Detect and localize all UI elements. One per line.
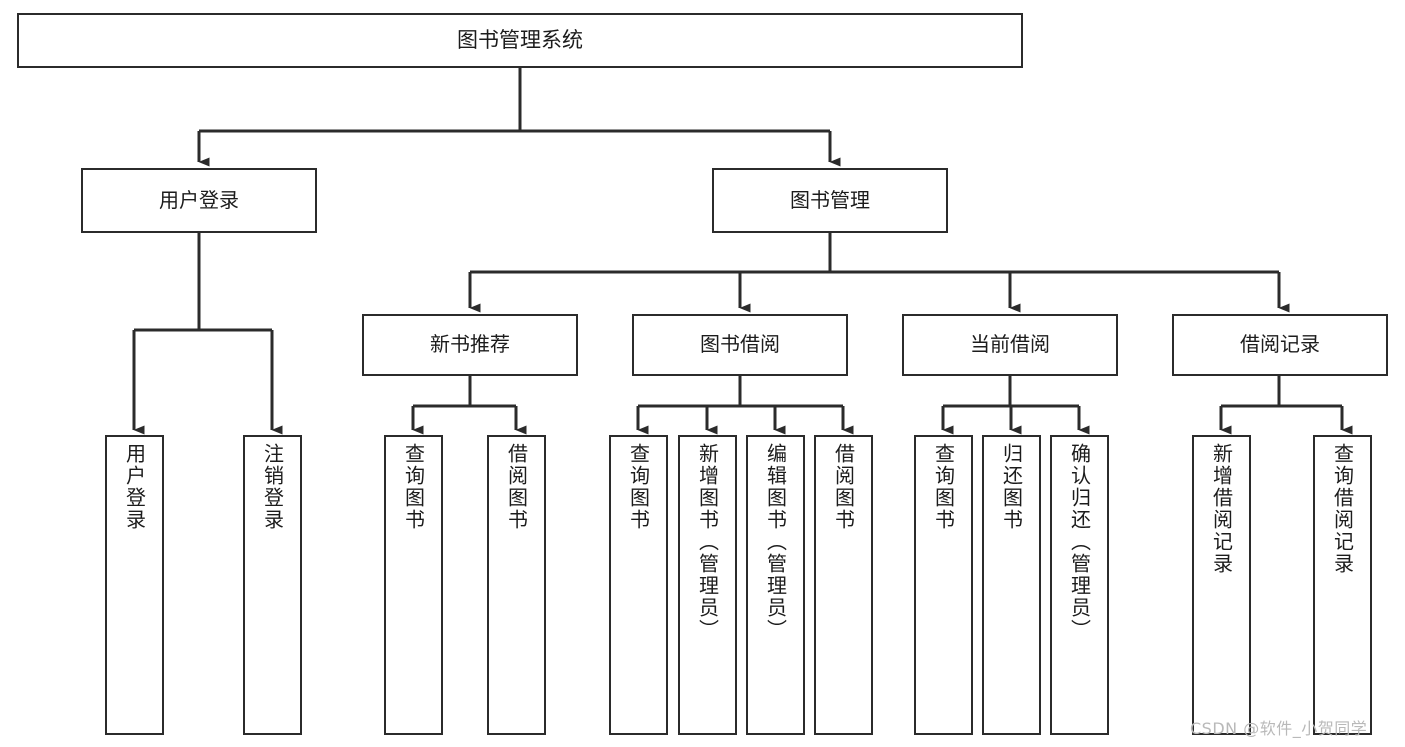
node-leaf-rec-query[interactable]: 查询图书 [384,435,443,735]
node-leaf-cur-query[interactable]: 查询图书 [914,435,973,735]
node-book-borrow-label: 图书借阅 [700,332,780,357]
node-leaf-cur-confirm[interactable]: 确认归还（管理员） [1050,435,1109,735]
node-root[interactable]: 图书管理系统 [17,13,1023,68]
node-root-label: 图书管理系统 [457,28,583,53]
node-leaf-user-login-label: 用户登录 [122,443,147,531]
node-new-book-rec-label: 新书推荐 [430,332,510,357]
node-leaf-user-logout-label: 注销登录 [260,443,285,531]
node-user-login-label: 用户登录 [159,187,239,212]
node-leaf-borrow-edit[interactable]: 编辑图书（管理员） [746,435,805,735]
node-leaf-rec-borrow[interactable]: 借阅图书 [487,435,546,735]
node-new-book-rec[interactable]: 新书推荐 [362,314,578,376]
node-leaf-rec-query-record[interactable]: 查询借阅记录 [1313,435,1372,735]
node-leaf-rec-borrow-label: 借阅图书 [504,443,529,531]
node-borrow-record-label: 借阅记录 [1240,332,1320,357]
node-borrow-record[interactable]: 借阅记录 [1172,314,1388,376]
node-leaf-cur-return[interactable]: 归还图书 [982,435,1041,735]
node-leaf-user-login[interactable]: 用户登录 [105,435,164,735]
node-book-manage-label: 图书管理 [790,187,870,212]
watermark: CSDN @软件_小贺同学 [1190,719,1368,738]
node-leaf-borrow-add-label: 新增图书（管理员） [695,443,720,641]
node-leaf-cur-return-label: 归还图书 [999,443,1024,531]
node-leaf-rec-query-label: 查询图书 [401,443,426,531]
node-leaf-borrow-edit-label: 编辑图书（管理员） [763,443,788,641]
node-current-borrow[interactable]: 当前借阅 [902,314,1118,376]
node-leaf-rec-add[interactable]: 新增借阅记录 [1192,435,1251,735]
node-leaf-borrow-query[interactable]: 查询图书 [609,435,668,735]
node-user-login[interactable]: 用户登录 [81,168,317,233]
node-leaf-user-logout[interactable]: 注销登录 [243,435,302,735]
node-leaf-borrow-do-label: 借阅图书 [831,443,856,531]
node-leaf-borrow-add[interactable]: 新增图书（管理员） [678,435,737,735]
node-book-borrow[interactable]: 图书借阅 [632,314,848,376]
node-leaf-borrow-do[interactable]: 借阅图书 [814,435,873,735]
node-book-manage[interactable]: 图书管理 [712,168,948,233]
node-leaf-borrow-query-label: 查询图书 [626,443,651,531]
node-leaf-rec-query-record-label: 查询借阅记录 [1330,443,1355,575]
node-leaf-cur-confirm-label: 确认归还（管理员） [1067,443,1092,641]
node-leaf-rec-add-label: 新增借阅记录 [1209,443,1234,575]
node-current-borrow-label: 当前借阅 [970,332,1050,357]
node-leaf-cur-query-label: 查询图书 [931,443,956,531]
